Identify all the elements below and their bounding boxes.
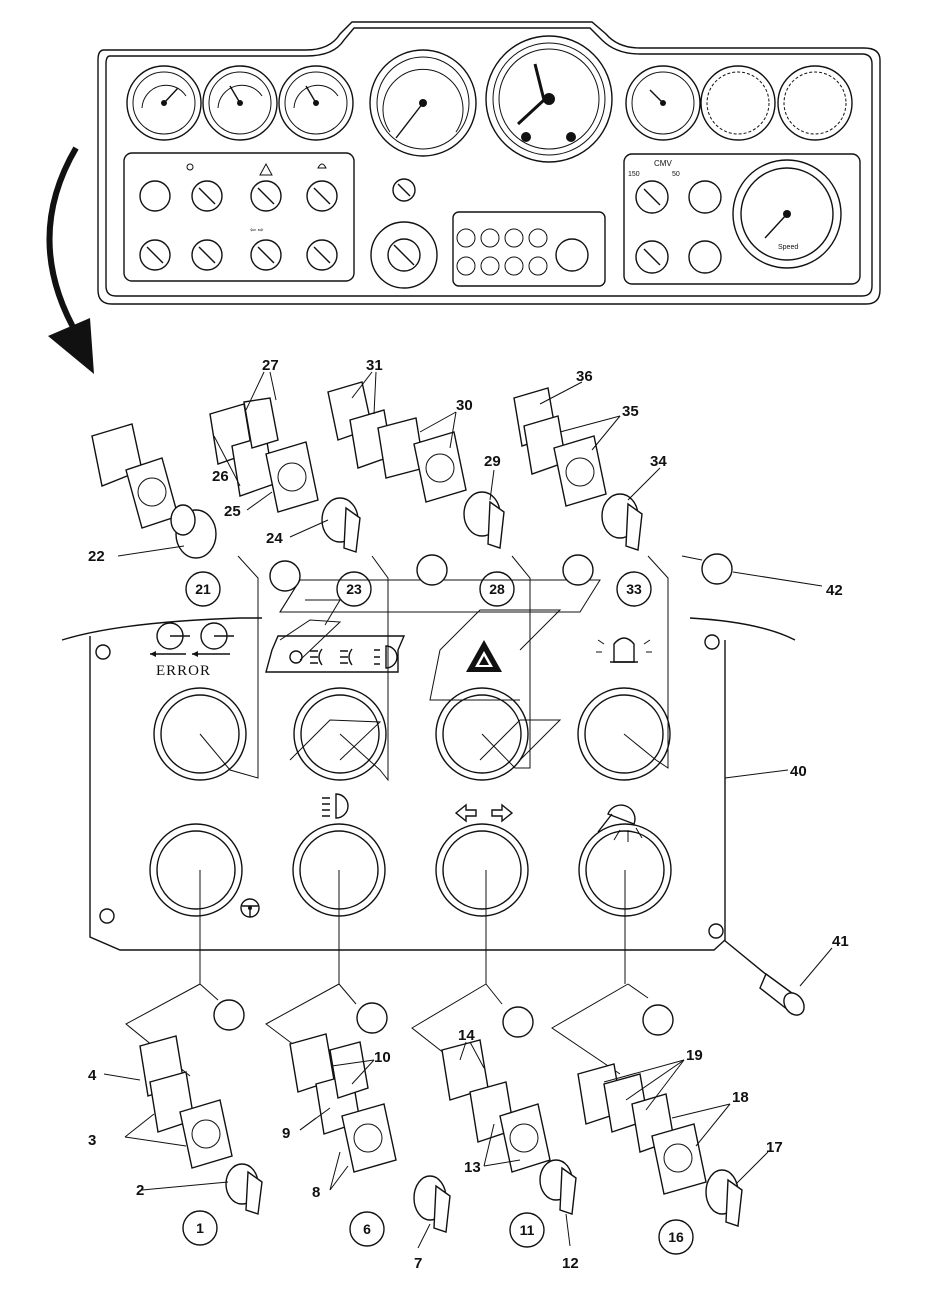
callout-41: 41 <box>832 933 849 950</box>
callout-23: 23 <box>346 581 362 597</box>
steering-wheel-icon <box>240 898 260 918</box>
callout-21: 21 <box>195 581 211 597</box>
svg-text:⇦ ⇨: ⇦ ⇨ <box>250 227 264 234</box>
error-label: ERROR <box>156 663 211 679</box>
gauge-oil-pressure <box>278 65 354 141</box>
socket-row-bottom <box>149 823 672 917</box>
callout-4: 4 <box>88 1067 97 1084</box>
callout-12: 12 <box>562 1255 579 1272</box>
callout-26: 26 <box>212 468 229 485</box>
plain-callouts: 2 3 4 7 8 9 10 12 13 14 17 18 19 22 24 2… <box>88 357 849 1272</box>
leader-lines <box>103 371 833 1249</box>
callout-36: 36 <box>576 368 593 385</box>
callout-28: 28 <box>489 581 505 597</box>
warning-lamp-panel <box>452 211 606 287</box>
callout-3: 3 <box>88 1132 96 1149</box>
switch-box-left <box>123 152 355 282</box>
callout-30: 30 <box>456 397 473 414</box>
callout-1: 1 <box>196 1220 204 1236</box>
beacon-icon <box>596 637 652 663</box>
dashboard-overview: ⇦ ⇨ CMV 150 50 Speed <box>97 21 881 305</box>
callout-2: 2 <box>136 1182 144 1199</box>
callout-14: 14 <box>458 1027 475 1044</box>
switch-panel: ERROR <box>61 579 805 1016</box>
work-light-icon <box>597 804 643 842</box>
callout-40: 40 <box>790 763 807 780</box>
switch-box-right <box>623 153 861 285</box>
callout-16: 16 <box>668 1229 684 1245</box>
cmv-label: CMV <box>654 159 672 168</box>
callout-8: 8 <box>312 1184 320 1201</box>
callout-35: 35 <box>622 403 639 420</box>
callout-6: 6 <box>363 1221 371 1237</box>
headlight-icon <box>322 793 349 819</box>
screw-41 <box>723 939 805 1016</box>
circled-callouts: 21 23 28 33 1 6 11 16 <box>182 571 694 1255</box>
cmv-left-label: 150 <box>628 171 640 178</box>
callout-25: 25 <box>224 503 241 520</box>
callout-19: 19 <box>686 1047 703 1064</box>
upper-components <box>91 381 733 782</box>
gauge-fuel <box>625 65 701 141</box>
callout-31: 31 <box>366 357 383 374</box>
key-switch <box>370 221 438 289</box>
gauge-volt <box>126 65 202 141</box>
callout-7: 7 <box>414 1255 422 1272</box>
speed-label: Speed <box>778 244 798 251</box>
turn-signal-icon <box>454 803 514 823</box>
callout-9: 9 <box>282 1125 290 1142</box>
light-switch-icon <box>265 635 406 673</box>
callout-10: 10 <box>374 1049 391 1066</box>
cmv-right-label: 50 <box>672 171 680 178</box>
callout-27: 27 <box>262 357 279 374</box>
gauge-blank-1 <box>700 65 776 141</box>
callout-24: 24 <box>266 530 283 547</box>
callout-11: 11 <box>520 1222 535 1238</box>
hazard-triangle-icon <box>466 640 502 672</box>
callout-34: 34 <box>650 453 667 470</box>
gauge-engine-temp <box>202 65 278 141</box>
callout-33: 33 <box>626 581 642 597</box>
curved-arrow-icon <box>46 146 94 374</box>
callout-17: 17 <box>766 1139 783 1156</box>
callout-29: 29 <box>484 453 501 470</box>
gauge-blank-2 <box>777 65 853 141</box>
callout-13: 13 <box>464 1159 481 1176</box>
rotation-arrows-icon <box>150 622 234 657</box>
gauge-speedometer <box>485 35 613 163</box>
lower-components <box>125 870 743 1233</box>
callout-42: 42 <box>826 582 843 599</box>
socket-row-top <box>153 687 671 781</box>
gauge-tachometer <box>369 49 477 157</box>
callout-18: 18 <box>732 1089 749 1106</box>
lamp-lens <box>269 560 301 592</box>
callout-22: 22 <box>88 548 105 565</box>
